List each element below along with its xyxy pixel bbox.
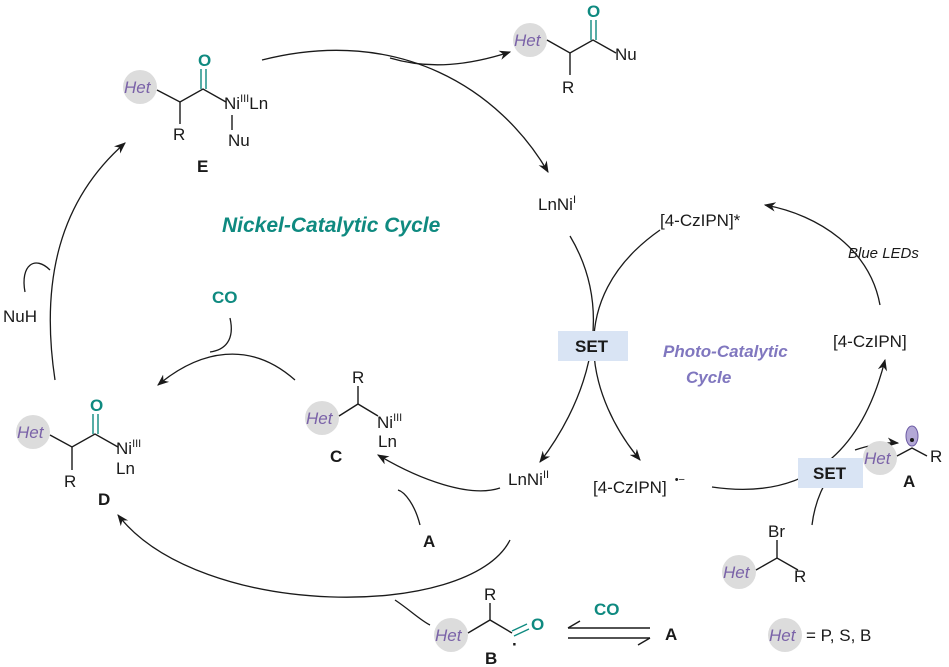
co-label-equilibrium: CO: [594, 600, 620, 619]
arrow-d-to-e: [49, 142, 126, 381]
czipn-radical-anion: [4-CzIPN]•−: [593, 474, 685, 497]
svg-text:R: R: [173, 125, 185, 144]
lnni-i: LnNiI: [538, 194, 576, 214]
svg-text:Het: Het: [864, 449, 892, 468]
svg-text:NiIII: NiIII: [377, 412, 402, 432]
arrow-c-to-d: [157, 353, 296, 386]
svg-text:R: R: [930, 447, 942, 466]
intermediate-c: Het R NiIII Ln C A: [305, 368, 435, 551]
nuh-label: NuH: [3, 307, 37, 326]
intermediate-d: Het O NiIII Ln R D: [16, 396, 141, 509]
arrow-co-input: [209, 317, 232, 353]
svg-text:R: R: [352, 368, 364, 387]
set-label-nickel: SET: [575, 337, 609, 356]
radical-a: Het R A: [863, 425, 942, 491]
co-label-cycle: CO: [212, 288, 238, 307]
svg-text:Het: Het: [435, 626, 463, 645]
svg-text:Het: Het: [769, 626, 797, 645]
svg-text:Het: Het: [514, 31, 542, 50]
arrow-lnni-ii-to-d: [117, 514, 511, 598]
arrow-lnni-ii-to-c: [376, 454, 501, 492]
product-structure: Het O Nu R: [513, 2, 637, 97]
label-a-radical: A: [903, 472, 915, 491]
svg-text:O: O: [90, 396, 103, 415]
svg-text:Het: Het: [723, 563, 751, 582]
nickel-cycle-title: Nickel-Catalytic Cycle: [222, 214, 441, 237]
svg-text:Het: Het: [17, 423, 45, 442]
arrow-e-to-lnni-i: [261, 49, 549, 174]
label-d: D: [98, 490, 110, 509]
svg-text:R: R: [484, 585, 496, 604]
czipn-excited: [4-CzIPN]*: [660, 211, 741, 230]
svg-text:= P, S, B: = P, S, B: [806, 626, 871, 645]
svg-text:O: O: [198, 51, 211, 70]
photo-cycle-title-line1: Photo-Catalytic: [663, 342, 788, 361]
arrow-blue-leds: [763, 202, 881, 306]
svg-text:O: O: [531, 615, 544, 634]
svg-text:Nu: Nu: [228, 131, 250, 150]
arrow-a-input: [397, 489, 421, 526]
czipn-ground: [4-CzIPN]: [833, 332, 907, 351]
label-b: B: [485, 649, 497, 667]
svg-text:R: R: [562, 78, 574, 97]
lnni-ii: LnNiII: [508, 469, 549, 489]
het-legend: Het = P, S, B: [768, 618, 871, 652]
svg-text:NiIII: NiIII: [116, 438, 141, 458]
arrow-b-feed: [394, 599, 431, 626]
svg-text:NiIIILn: NiIIILn: [224, 93, 268, 113]
set-box-nickel: [558, 331, 628, 361]
svg-text:R: R: [794, 567, 806, 586]
equilibrium-arrows: CO A: [567, 600, 677, 646]
label-e: E: [197, 157, 208, 176]
blue-leds-label: Blue LEDs: [848, 245, 919, 262]
svg-text:Ln: Ln: [378, 432, 397, 451]
svg-text:Nu: Nu: [615, 45, 637, 64]
arrow-product-release: [389, 50, 512, 66]
svg-text:Het: Het: [306, 409, 334, 428]
set-label-photo: SET: [813, 464, 847, 483]
intermediate-e: Het O NiIIILn Nu R E: [123, 51, 268, 176]
label-a-equilibrium: A: [665, 625, 677, 644]
svg-text:R: R: [64, 472, 76, 491]
label-a-lower: A: [423, 532, 435, 551]
svg-text:Het: Het: [124, 78, 152, 97]
svg-text:Br: Br: [768, 522, 785, 541]
svg-text:Ln: Ln: [116, 459, 135, 478]
arrow-nuh-input: [23, 262, 51, 293]
photo-cycle-title-line2: Cycle: [686, 368, 731, 387]
alkyl-bromide: Het Br R: [722, 522, 806, 589]
svg-text:·: ·: [512, 635, 518, 654]
label-c: C: [330, 447, 342, 466]
svg-text:O: O: [587, 2, 600, 21]
set-box-photo: [798, 458, 863, 488]
intermediate-b: Het R O · B: [434, 585, 544, 667]
